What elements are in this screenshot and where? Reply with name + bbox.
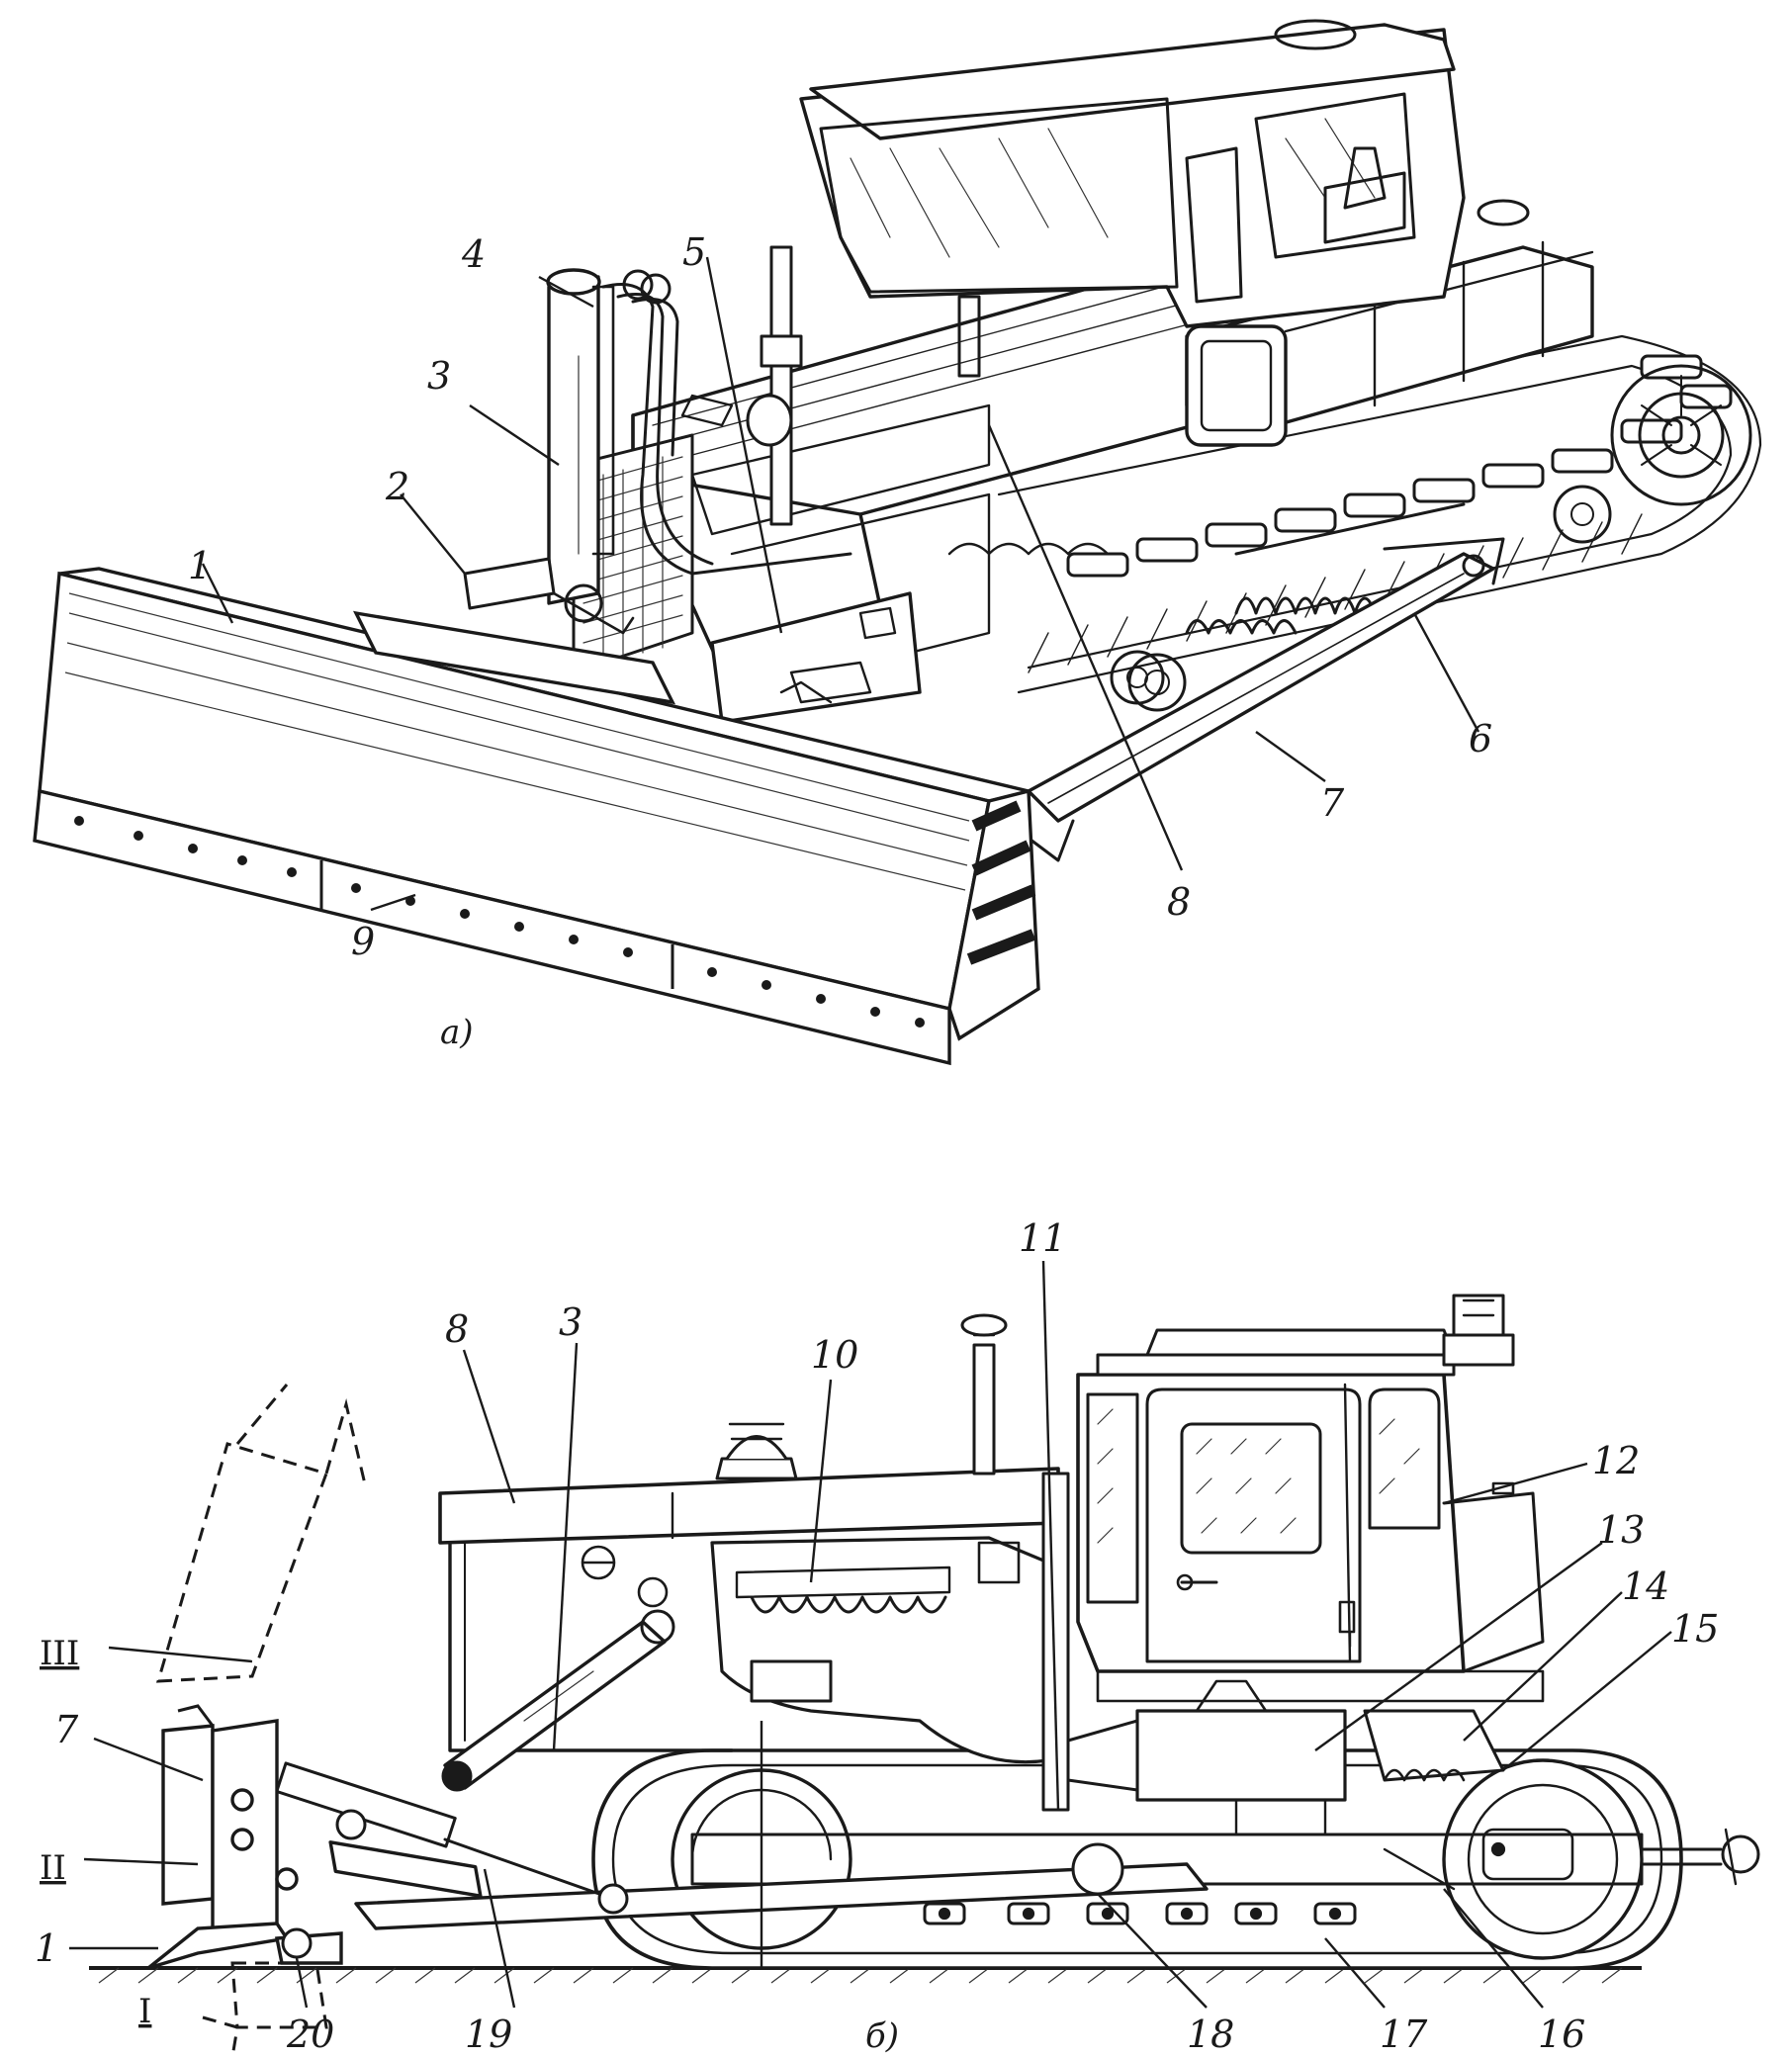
push-frame-arm [1017, 537, 1505, 862]
strut-brace [710, 591, 922, 724]
label-a-9: 9 [351, 920, 375, 963]
label-b-10: 10 [811, 1333, 858, 1377]
label-b-15: 15 [1671, 1607, 1719, 1651]
label-b-11: 11 [1019, 1216, 1066, 1260]
tractor-frame [438, 1313, 1060, 1764]
cab-side [1041, 1294, 1545, 1812]
label-a-2: 2 [385, 465, 409, 508]
label-a-3: 3 [427, 354, 451, 398]
push-frame [354, 1842, 1456, 1930]
dozer-blade [33, 567, 1040, 1066]
label-b-7: 7 [54, 1708, 79, 1751]
label-b-16: 16 [1538, 2013, 1585, 2056]
blade-bracket [463, 557, 635, 635]
fuel-tank [1185, 199, 1594, 447]
label-b-14: 14 [1622, 1565, 1669, 1608]
label-b-13: 13 [1597, 1508, 1645, 1552]
figure-b-leaders [69, 1260, 1672, 2009]
transmission [1066, 1679, 1505, 1836]
operator-cab [799, 19, 1466, 328]
figure-a-isometric-view: 1 2 3 4 5 6 7 8 9 а) [33, 19, 1762, 1066]
label-b-1: 1 [35, 1926, 58, 1970]
blade-side-view [146, 1704, 343, 1970]
label-b-8: 8 [445, 1307, 469, 1351]
label-b-19: 19 [465, 2013, 512, 2056]
blade-position-III-dashed [155, 1384, 368, 1683]
crawler-track [591, 1748, 1760, 1970]
position-I: I [138, 1992, 151, 2031]
track-assembly [987, 334, 1762, 705]
caption-b: б) [865, 2016, 899, 2056]
label-a-7: 7 [1320, 781, 1345, 825]
label-a-4: 4 [461, 232, 486, 276]
label-a-1: 1 [188, 544, 212, 587]
label-a-5: 5 [682, 230, 706, 274]
figure-b-labels: 1 3 7 8 10 11 12 13 14 15 16 17 18 19 20… [35, 1216, 1719, 2056]
figure-a-labels: 1 2 3 4 5 6 7 8 9 а) [188, 230, 1492, 1052]
ground-line [89, 1966, 1642, 1984]
tilt-cylinder [275, 1761, 629, 1915]
label-b-12: 12 [1592, 1439, 1640, 1482]
position-II: II [40, 1848, 66, 1888]
label-b-20: 20 [286, 2013, 334, 2056]
label-a-8: 8 [1167, 880, 1191, 924]
position-III: III [40, 1634, 79, 1673]
lift-cylinder [546, 268, 615, 605]
label-a-6: 6 [1469, 717, 1492, 761]
figure-a-leaders [201, 256, 1480, 912]
label-b-17: 17 [1380, 2013, 1428, 2056]
blade-position-I-dashed [202, 1961, 328, 2058]
figure-b-side-elevation: 1 3 7 8 10 11 12 13 14 15 16 17 18 19 20… [35, 1216, 1760, 2058]
caption-a: а) [440, 1013, 474, 1052]
label-b-3: 3 [559, 1300, 582, 1344]
label-b-18: 18 [1187, 2013, 1234, 2056]
hydraulic-lines [601, 269, 852, 576]
lift-cylinder-side [441, 1609, 675, 1792]
